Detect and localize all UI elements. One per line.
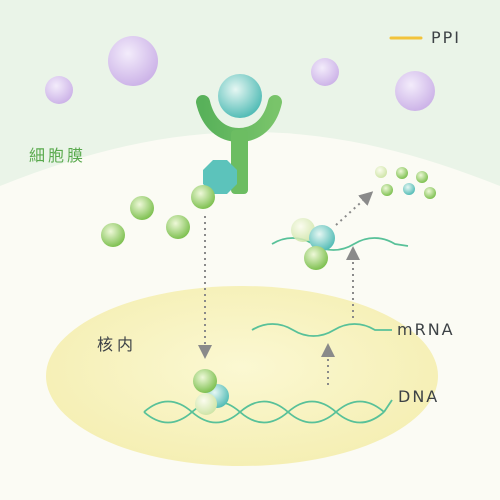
ribosome bbox=[291, 218, 315, 242]
adaptor-protein bbox=[203, 160, 237, 194]
translation-arrow bbox=[335, 191, 374, 226]
signal-protein bbox=[101, 223, 125, 247]
nucleus bbox=[46, 286, 438, 466]
released-protein bbox=[416, 171, 428, 183]
dna-label: DNA bbox=[398, 387, 440, 406]
released-protein bbox=[424, 187, 436, 199]
signal-protein bbox=[166, 215, 190, 239]
released-protein bbox=[396, 167, 408, 179]
nucleus-label: 核内 bbox=[97, 335, 138, 354]
signal-protein bbox=[191, 185, 215, 209]
released-protein bbox=[403, 183, 415, 195]
extracellular-particle bbox=[108, 36, 158, 86]
ribosome bbox=[309, 225, 335, 251]
ppi-legend-label: PPI bbox=[431, 28, 462, 47]
transcription-factor bbox=[195, 393, 217, 415]
cell-membrane-label: 細胞膜 bbox=[29, 146, 87, 165]
dna-strand bbox=[143, 399, 393, 424]
signal-protein bbox=[130, 196, 154, 220]
released-protein bbox=[375, 166, 387, 178]
mrna-label: mRNA bbox=[397, 320, 455, 339]
ribosome bbox=[304, 246, 328, 270]
released-protein bbox=[381, 184, 393, 196]
extracellular-particle bbox=[395, 71, 435, 111]
extracellular-particle bbox=[45, 76, 73, 104]
ligand-icon bbox=[218, 74, 262, 118]
extracellular-particle bbox=[311, 58, 339, 86]
mrna-strand bbox=[251, 323, 392, 337]
transcription-factor bbox=[193, 369, 217, 393]
cytoplasmic-mrna bbox=[271, 237, 409, 251]
